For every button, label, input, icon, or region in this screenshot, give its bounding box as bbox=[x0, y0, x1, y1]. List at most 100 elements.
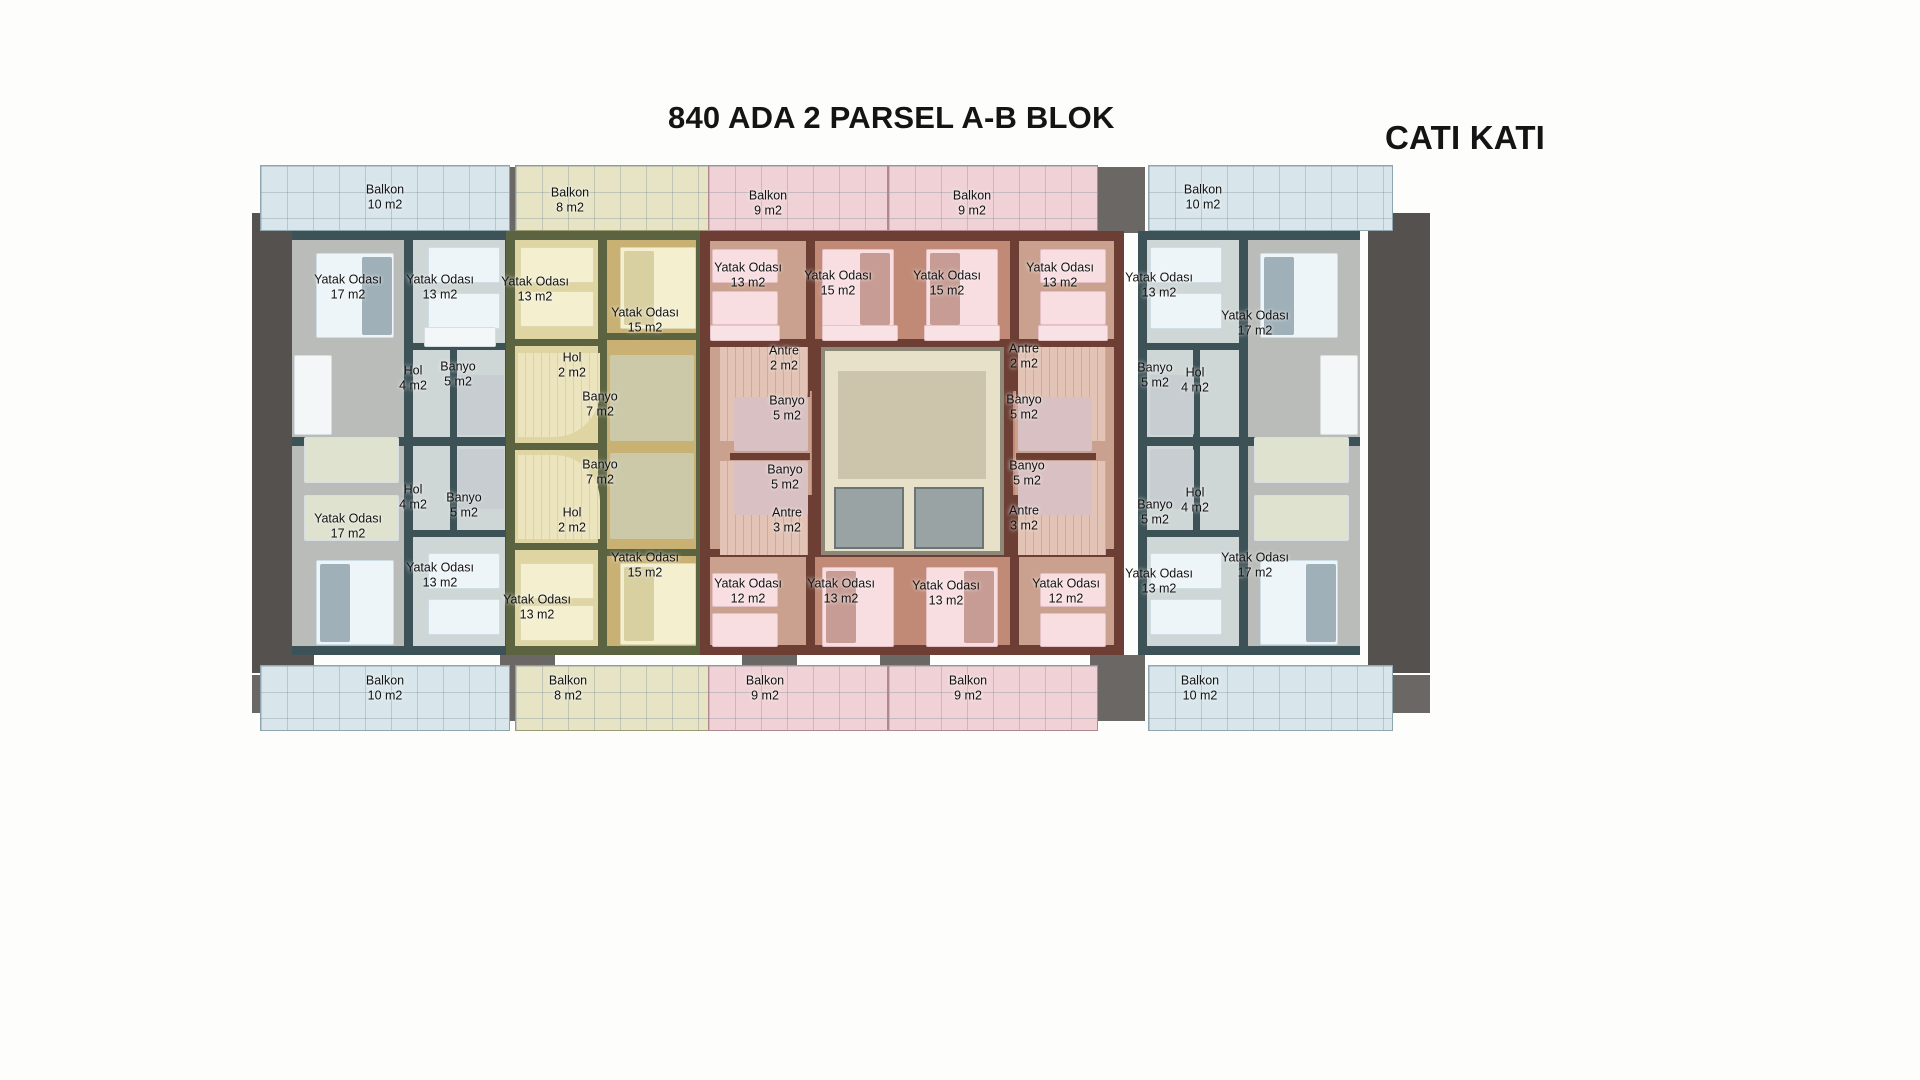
wall-red-bath-div-r2 bbox=[1016, 453, 1096, 460]
bed-right-bottom-blanket bbox=[1306, 564, 1336, 642]
bed-red-5-b bbox=[712, 613, 778, 647]
wardrobe-red-2 bbox=[822, 325, 898, 341]
bed-yellow-top-a bbox=[520, 247, 594, 283]
wall-red-bottom bbox=[700, 645, 1124, 655]
wall-right-unit-mid-h bbox=[1138, 437, 1360, 446]
stairs-yellow-top bbox=[518, 353, 600, 437]
wall-red-core-right bbox=[1004, 339, 1013, 557]
pylon-bottom-4 bbox=[1090, 655, 1145, 721]
bath-yellow-upper bbox=[610, 355, 694, 441]
bed-left-bottom-blanket bbox=[320, 564, 350, 642]
bed-left-top-blanket bbox=[362, 257, 392, 335]
wall-right-unit-bath-split bbox=[1193, 350, 1200, 438]
bath-right-lower bbox=[1150, 449, 1194, 509]
sofa-left-top bbox=[304, 437, 399, 483]
bed-yellow-dbl-top-blanket bbox=[624, 251, 654, 325]
bath-red-2 bbox=[734, 461, 808, 515]
bed-right-13c-b bbox=[1150, 599, 1222, 635]
core-landing bbox=[838, 371, 986, 479]
wall-left-unit-bath-split-2 bbox=[450, 446, 457, 530]
lift-shaft-left bbox=[834, 487, 904, 549]
core-wall-outline bbox=[821, 347, 1004, 555]
wardrobe-red-4 bbox=[1038, 325, 1108, 341]
bed-red-8-a bbox=[1040, 573, 1106, 607]
bed-left-13-a bbox=[428, 247, 500, 283]
bed-red-4-a bbox=[1040, 249, 1106, 283]
wardrobe-left-top bbox=[294, 355, 332, 435]
bed-right-13-a bbox=[1150, 247, 1222, 283]
bed-red-3-blanket bbox=[930, 253, 960, 325]
wall-right-unit-h-b bbox=[1138, 530, 1248, 537]
wall-yellow-left bbox=[506, 231, 515, 655]
wall-yellow-h-4 bbox=[606, 333, 698, 340]
bed-red-1-b bbox=[712, 291, 778, 325]
balcony-bottom-left bbox=[260, 665, 510, 731]
bath-yellow-lower bbox=[610, 453, 694, 539]
wall-red-vert-a bbox=[806, 231, 815, 391]
bed-red-4-b bbox=[1040, 291, 1106, 325]
bed-right-top-blanket bbox=[1264, 257, 1294, 335]
structure-slab-right-outer bbox=[1368, 213, 1430, 673]
bed-yellow-dbl-bottom-blanket bbox=[624, 567, 654, 641]
wall-left-unit-top bbox=[292, 231, 514, 240]
sofa-right-bottom bbox=[1254, 495, 1349, 541]
bed-red-7-blanket bbox=[964, 571, 994, 643]
bed-left-13c-a bbox=[428, 553, 500, 589]
wall-red-vert-c bbox=[806, 495, 815, 655]
bed-yellow-bottom-b bbox=[520, 605, 594, 641]
bath-left-lower bbox=[458, 449, 504, 509]
page-title: 840 ADA 2 PARSEL A-B BLOK bbox=[668, 100, 1115, 135]
sofa-right-top bbox=[1254, 437, 1349, 483]
wall-yellow-h-1 bbox=[514, 339, 606, 346]
stairs-yellow-bottom bbox=[518, 455, 600, 539]
bed-red-8-b bbox=[1040, 613, 1106, 647]
bed-yellow-bottom-a bbox=[520, 563, 594, 599]
balcony-top-fourth bbox=[888, 165, 1098, 231]
wardrobe-red-3 bbox=[924, 325, 1000, 341]
bath-red-3 bbox=[1018, 397, 1092, 451]
bath-red-4 bbox=[1018, 461, 1092, 515]
wardrobe-left-13 bbox=[424, 327, 496, 347]
wall-left-unit-mid-h bbox=[292, 437, 514, 446]
wall-red-right bbox=[1114, 231, 1124, 655]
bed-left-13c-b bbox=[428, 599, 500, 635]
wall-red-vert-b bbox=[1010, 231, 1019, 391]
bath-red-1 bbox=[734, 397, 808, 451]
wall-right-unit-bath-split-2 bbox=[1193, 446, 1200, 530]
bath-right-upper bbox=[1150, 375, 1194, 435]
bath-left-upper bbox=[458, 375, 504, 435]
bed-left-13-b bbox=[428, 293, 500, 329]
bed-red-2-blanket bbox=[860, 253, 890, 325]
balcony-bottom-third bbox=[708, 665, 888, 731]
wall-red-left bbox=[700, 231, 710, 655]
wall-red-top bbox=[700, 231, 1124, 241]
balcony-bottom-second bbox=[515, 665, 745, 731]
balcony-bottom-fourth bbox=[888, 665, 1098, 731]
wall-red-bath-div-l2 bbox=[730, 453, 810, 460]
wall-yellow-h-5 bbox=[606, 549, 698, 556]
balcony-top-left bbox=[260, 165, 510, 231]
balcony-top-second bbox=[515, 165, 745, 231]
floor-subtitle: CATI KATI bbox=[1385, 119, 1546, 156]
pylon-top-4 bbox=[1090, 167, 1145, 233]
wall-right-unit-h-a bbox=[1138, 343, 1248, 350]
wall-yellow-h-3 bbox=[514, 543, 606, 550]
bed-right-13-b bbox=[1150, 293, 1222, 329]
bed-red-1-a bbox=[712, 249, 778, 283]
bed-yellow-top-b bbox=[520, 291, 594, 327]
bed-red-6-blanket bbox=[826, 571, 856, 643]
wall-left-unit-bottom bbox=[292, 646, 514, 655]
bed-right-13c-a bbox=[1150, 553, 1222, 589]
wall-right-unit-bottom bbox=[1138, 646, 1360, 655]
wardrobe-right-top bbox=[1320, 355, 1358, 435]
balcony-bottom-right bbox=[1148, 665, 1393, 731]
wall-right-unit-top bbox=[1138, 231, 1360, 240]
wall-yellow-h-2 bbox=[514, 443, 606, 450]
wall-red-h-upper bbox=[700, 339, 1124, 347]
wardrobe-red-1 bbox=[710, 325, 780, 341]
wall-left-unit-h-b bbox=[404, 530, 514, 537]
balcony-top-right bbox=[1148, 165, 1393, 231]
wall-left-unit-bath-split bbox=[450, 350, 457, 438]
